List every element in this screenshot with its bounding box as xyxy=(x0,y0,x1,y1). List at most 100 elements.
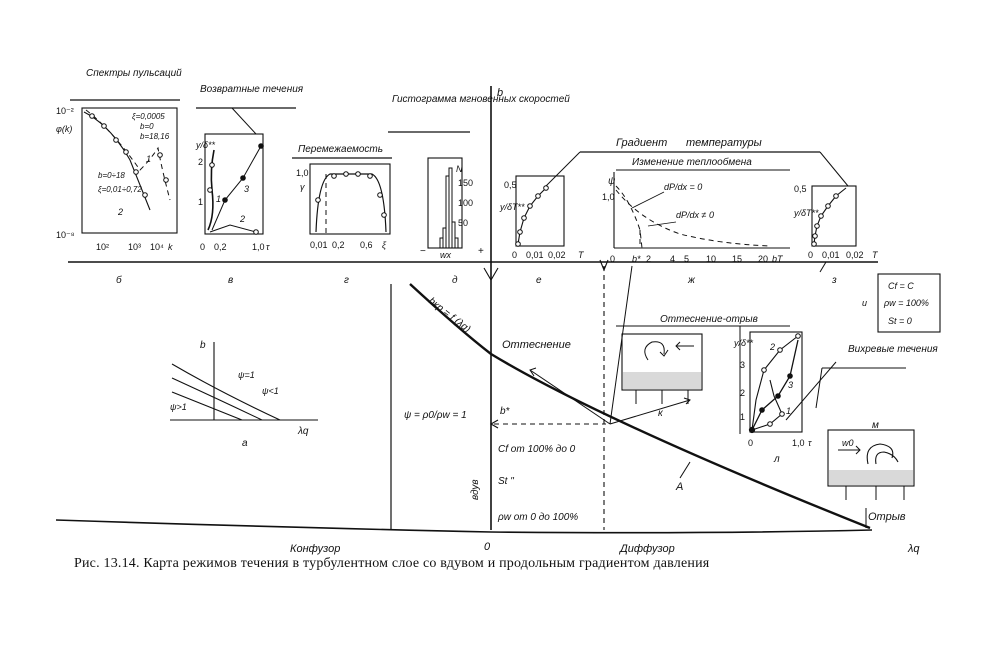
panel-d-histogram: Гистограмма мгновенных скоростей N 150 1… xyxy=(388,94,570,286)
panel-m-w0: w0 xyxy=(842,438,854,448)
panel-b-curve-2: 2 xyxy=(117,207,123,217)
panel-d-ytick-50: 50 xyxy=(458,218,468,228)
panel-e-point xyxy=(535,193,541,199)
panel-v-ytick-2: 2 xyxy=(198,157,203,167)
panel-zh-label: ж xyxy=(687,275,696,286)
panel-z-ytick: 0,5 xyxy=(794,184,807,194)
panel-d-minus: − xyxy=(420,246,426,257)
panel-l-curve-label-2: 2 xyxy=(769,342,775,352)
panel-z-point xyxy=(818,213,824,219)
panel-z-temperature: 0,5 y/δT** 0 0,01 0,02 T з xyxy=(793,184,879,286)
reverse-leader xyxy=(231,107,257,135)
panel-zh-xlabel: bT xyxy=(772,254,784,264)
panel-e-xtick-2: 0,02 xyxy=(548,250,566,260)
panel-zh-curve-steep xyxy=(615,185,643,249)
panel-b-annot-1: b=0÷18 xyxy=(98,171,125,180)
panel-v-curve-label-1: 1 xyxy=(216,194,221,204)
vduv-label: вдув xyxy=(470,479,481,500)
panel-d-plus: + xyxy=(478,246,484,257)
panel-v-ytick-1: 1 xyxy=(198,197,203,207)
conditions-line-3: St = 0 xyxy=(888,316,912,326)
main-axis-lambda xyxy=(55,519,873,534)
panel-l-profiles: y/δ** 3 2 1 0 1,0 τ 2 3 1 л xyxy=(733,326,812,465)
panel-v-point xyxy=(207,187,213,193)
panel-v-point xyxy=(222,197,228,203)
ottesnenie-otryv-header: Оттеснение-отрыв xyxy=(660,314,758,325)
panel-a-curve-1 xyxy=(171,363,281,421)
panel-k-label: к xyxy=(658,408,664,419)
vortex-header: Вихревые течения xyxy=(848,344,938,355)
panel-l-label: л xyxy=(773,454,780,465)
panel-e-xlabel: T xyxy=(578,250,585,260)
panel-a-psigt1: ψ>1 xyxy=(170,402,187,412)
panel-m-vortex-1 xyxy=(866,443,894,465)
panel-z-xtick-2: 0,02 xyxy=(846,250,864,260)
panel-v-point xyxy=(209,162,215,168)
panel-b-ylabel: φ(k) xyxy=(56,124,72,134)
label-A-leader xyxy=(679,461,691,479)
panel-v-curve-2 xyxy=(209,224,257,233)
panel-zh-xtick-2: 2 xyxy=(646,254,651,264)
panel-b-frame xyxy=(81,107,178,234)
panel-l-ytick-2: 2 xyxy=(740,388,745,398)
panel-l-point xyxy=(759,407,765,413)
panel-l-ytick-3: 3 xyxy=(740,360,745,370)
panel-a-label: а xyxy=(242,438,248,449)
figure-caption: Рис. 13.14. Карта режимов течения в турб… xyxy=(74,556,710,571)
panel-a-curve-2 xyxy=(171,377,263,421)
panel-d-ylabel: N xyxy=(456,164,463,174)
panel-e-point xyxy=(521,215,527,221)
panel-l-point xyxy=(767,421,773,427)
panel-zh-xtick-4: 4 xyxy=(670,254,675,264)
panel-m-label: м xyxy=(872,420,879,431)
panel-zh-ylabel: ψ xyxy=(608,176,616,187)
panel-e-point xyxy=(527,203,533,209)
panel-g-point xyxy=(315,197,321,203)
psi-formula: ψ = ρ0/ρw = 1 xyxy=(404,410,467,421)
ottesnenie-label: Оттеснение xyxy=(502,339,571,351)
panel-l-curve-label-3: 3 xyxy=(788,380,793,390)
panel-zh-xtick-0: 0 xyxy=(610,254,615,264)
panel-v-curve-3 xyxy=(211,145,262,231)
panel-l-point xyxy=(748,426,756,434)
panel-g-intermittency: Перемежаемость 1,0 γ 0,01 0,2 0,6 ξ г xyxy=(292,144,392,286)
st-line: St " xyxy=(498,476,514,487)
rho-line: ρw от 0 до 100% xyxy=(497,512,578,523)
panel-g-point xyxy=(343,171,349,177)
panel-z-xlabel: T xyxy=(872,250,879,260)
panel-zh-dp0-leader xyxy=(631,191,665,209)
ottesnenie-arrow-left xyxy=(529,369,611,425)
gradient-header: Градиент xyxy=(616,137,667,149)
panel-m-porous-wall xyxy=(829,470,913,485)
panel-zh-dp0: dP/dx = 0 xyxy=(664,182,702,192)
panel-g-point xyxy=(331,173,337,179)
panel-zh-xtick-10: 10 xyxy=(706,254,716,264)
panel-g-point xyxy=(377,192,383,198)
panel-l-point xyxy=(775,393,781,399)
panel-v-reverse: Возвратные течения y/δ** 2 1 0 0,2 1,0 τ… xyxy=(195,84,304,286)
panel-l-point xyxy=(761,367,767,373)
bstar-link-line xyxy=(609,265,633,425)
panel-zh-xtick-bstar: b* xyxy=(632,254,641,264)
panel-b-point xyxy=(157,152,163,158)
panel-l-point xyxy=(777,347,783,353)
panel-k-separation: Оттеснение-отрыв к xyxy=(616,314,790,419)
panel-l-xlabel: τ xyxy=(808,438,812,448)
panel-b-curve-1: 1 xyxy=(146,154,151,164)
panel-e-xtick-0: 0 xyxy=(512,250,517,260)
panel-b-xlabel: k xyxy=(168,242,173,252)
panel-b-point xyxy=(123,149,129,155)
vortex-leader-2 xyxy=(785,361,837,421)
panel-b-xtick-1: 10² xyxy=(96,242,109,252)
panel-z-point xyxy=(833,193,839,199)
heat-exchange-header: Изменение теплообмена xyxy=(632,156,752,168)
panel-e-point xyxy=(543,185,549,191)
panel-d-xlabel: wx xyxy=(440,250,451,260)
panel-a-sketch: b λq ψ=1 ψ<1 ψ>1 а xyxy=(170,340,318,449)
panel-d-bar xyxy=(451,221,456,249)
panel-g-label: г xyxy=(344,275,349,286)
panel-b-ybot: 10⁻⁸ xyxy=(56,230,75,240)
ottesnenie-arrowhead-right xyxy=(683,397,691,405)
panel-e-frame xyxy=(515,175,565,247)
